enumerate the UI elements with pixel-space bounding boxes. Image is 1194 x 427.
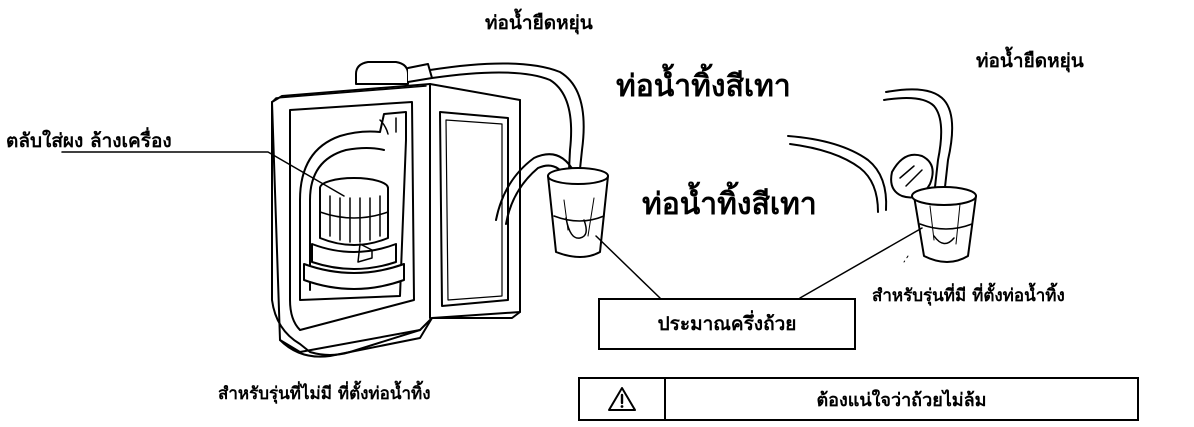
label-with-holder: สำหรับรุ่นที่มี ที่ตั้งท่อน้ำทิ้ง bbox=[872, 286, 1065, 306]
leader-lines bbox=[61, 151, 923, 299]
warning-banner: ต้องแน่ใจว่าถ้วยไม่ล้ม bbox=[578, 377, 1139, 421]
half-cup-box: ประมาณครึ่งถ้วย bbox=[598, 298, 856, 350]
label-gray-waste-hose-2: ท่อน้ำทิ้งสีเทา bbox=[642, 187, 817, 222]
faucet-and-hoses bbox=[355, 61, 609, 258]
warning-triangle-icon bbox=[580, 379, 666, 419]
holder-model bbox=[787, 88, 977, 263]
label-gray-waste-hose-1: ท่อน้ำทิ้งสีเทา bbox=[616, 69, 791, 104]
warning-text: ต้องแน่ใจว่าถ้วยไม่ล้ม bbox=[816, 389, 987, 411]
label-flexible-hose-top: ท่อน้ำยืดหยุ่น bbox=[485, 12, 593, 34]
half-cup-text: ประมาณครึ่งถ้วย bbox=[657, 313, 797, 335]
label-detergent-cartridge: ตลับใส่ผง ล้างเครื่อง bbox=[6, 130, 172, 152]
label-flexible-hose-right: ท่อน้ำยืดหยุ่น bbox=[976, 50, 1084, 72]
label-without-holder: สำหรับรุ่นที่ไม่มี ที่ตั้งท่อน้ำทิ้ง bbox=[218, 384, 431, 404]
water-ionizer-machine bbox=[271, 83, 521, 358]
